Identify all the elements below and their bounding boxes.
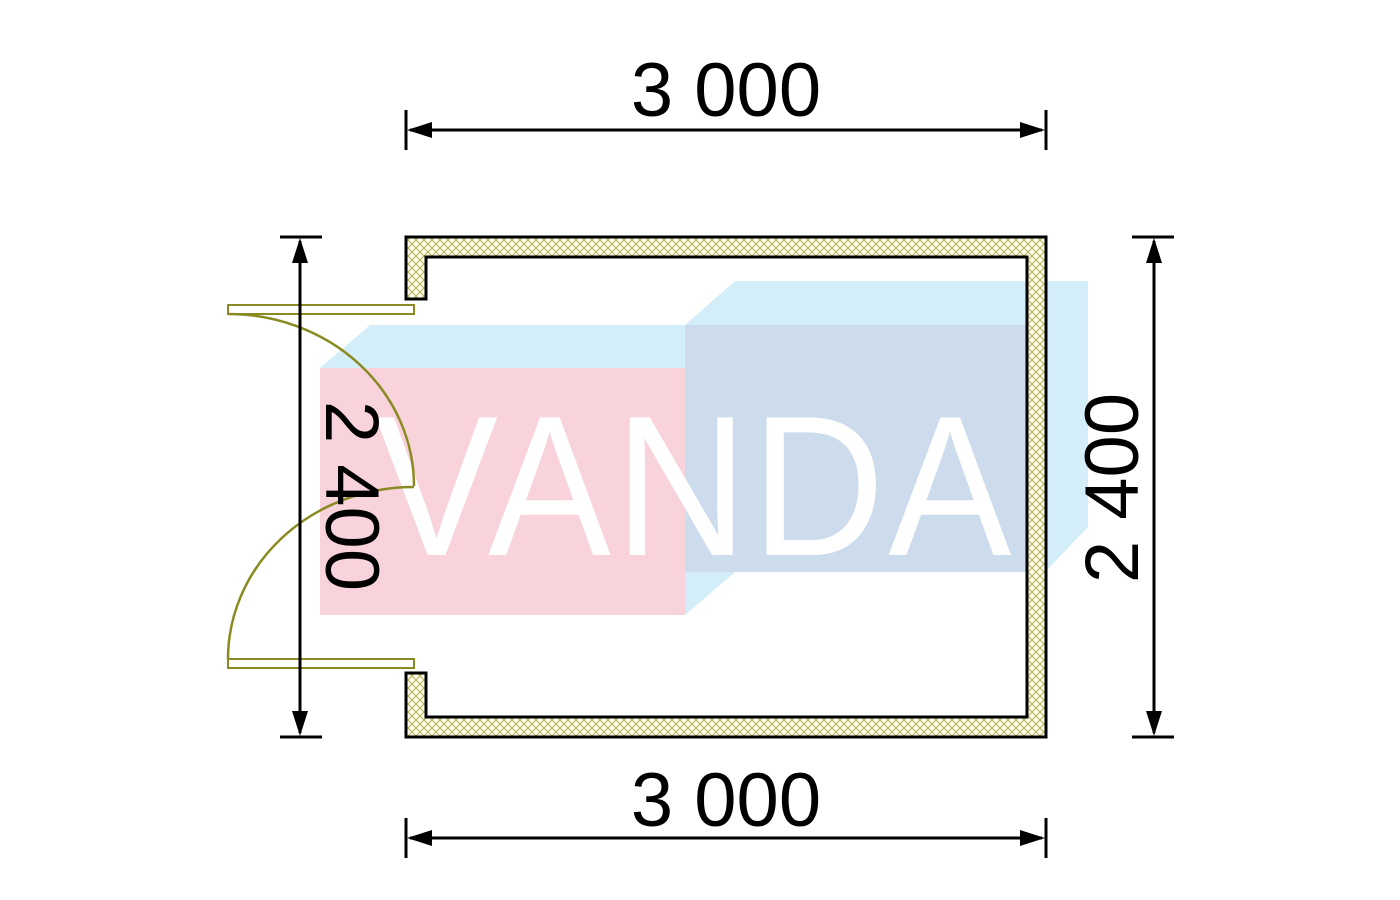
container-walls — [404, 235, 1048, 739]
door-leaf-top — [227, 304, 415, 315]
dim-left-arrow-bottom — [292, 711, 308, 736]
vanda-watermark: VANDA — [320, 281, 1088, 615]
dim-top-arrow-left — [407, 122, 432, 138]
dim-right-label: 2 400 — [1070, 393, 1155, 583]
dimension-top — [404, 110, 1048, 150]
dim-left-arrow-top — [292, 238, 308, 263]
door-leaf-bottom — [227, 658, 415, 669]
dimension-left — [280, 235, 322, 739]
watermark-logo-text: VANDA — [375, 375, 1015, 598]
dimension-right — [1132, 235, 1174, 739]
dim-bottom-arrow-left — [407, 830, 432, 846]
dimension-bottom — [404, 818, 1048, 858]
dim-right-arrow-bottom — [1146, 711, 1162, 736]
dim-top-label: 3 000 — [631, 48, 821, 133]
dim-bottom-label: 3 000 — [631, 758, 821, 843]
watermark-mid-blue-block — [685, 325, 1045, 572]
dim-bottom-arrow-right — [1020, 830, 1045, 846]
watermark-light-blue-bottom — [685, 572, 735, 615]
dim-top-arrow-right — [1020, 122, 1045, 138]
door-swing-arc-bottom — [226, 485, 415, 660]
watermark-pink-block — [320, 368, 685, 615]
dim-right-arrow-top — [1146, 238, 1162, 263]
door-swing-arc-top — [227, 312, 416, 487]
double-door — [226, 304, 416, 669]
watermark-light-blue-top — [685, 281, 1088, 572]
watermark-light-blue-left — [320, 325, 685, 368]
dim-left-label: 2 400 — [309, 401, 394, 591]
